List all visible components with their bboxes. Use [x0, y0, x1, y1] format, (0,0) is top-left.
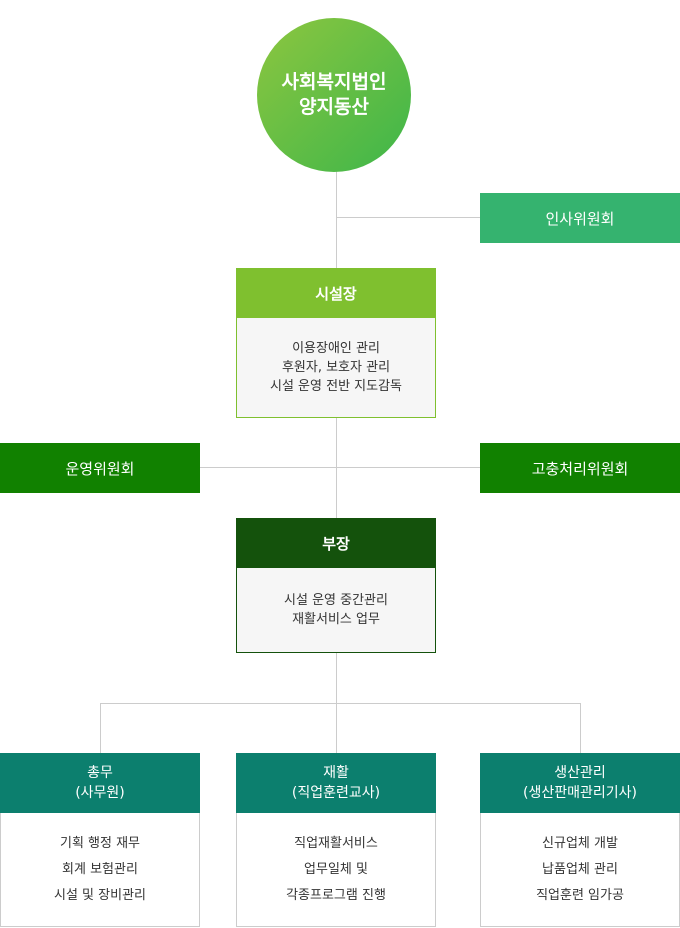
root-name-line1: 사회복지법인: [281, 71, 387, 93]
director-duty: 시설 운영 전반 지도감독: [270, 379, 402, 394]
director-duty: 후원자, 보호자 관리: [281, 360, 391, 375]
department-duty: 회계 보험관리: [62, 861, 138, 877]
department-general-affairs: 총무 (사무원) 기획 행정 재무 회계 보험관리 시설 및 장비관리: [0, 753, 200, 927]
director-box: 시설장 이용장애인 관리 후원자, 보호자 관리 시설 운영 전반 지도감독: [236, 268, 436, 418]
department-header: 생산관리 (생산판매관리기사): [480, 753, 680, 813]
director-title: 시설장: [315, 284, 357, 303]
department-duties: 직업재활서비스 업무일체 및 각종프로그램 진행: [236, 813, 436, 927]
department-title: 재활: [323, 765, 349, 781]
connector-dept-right: [580, 703, 581, 753]
department-subtitle: (사무원): [75, 785, 125, 801]
manager-box: 부장 시설 운영 중간관리 재활서비스 업무: [236, 518, 436, 653]
department-subtitle: (생산판매관리기사): [523, 785, 637, 801]
manager-duty: 재활서비스 업무: [292, 612, 380, 627]
grievance-committee-box: 고충처리위원회: [480, 443, 680, 493]
department-duty: 업무일체 및: [304, 861, 368, 877]
department-subtitle: (직업훈련교사): [291, 785, 381, 801]
manager-duty: 시설 운영 중간관리: [284, 593, 388, 608]
connector-manager-to-departments: [336, 652, 337, 753]
department-duties: 신규업체 개발 납품업체 관리 직업훈련 임가공: [480, 813, 680, 927]
connector-dept-left: [100, 703, 101, 753]
manager-title: 부장: [322, 534, 350, 553]
manager-header: 부장: [236, 518, 436, 568]
root-name-line2: 양지동산: [299, 96, 369, 118]
department-duty: 각종프로그램 진행: [286, 887, 386, 903]
operations-committee-label: 운영위원회: [65, 459, 135, 478]
department-duties: 기획 행정 재무 회계 보험관리 시설 및 장비관리: [0, 813, 200, 927]
grievance-committee-label: 고충처리위원회: [531, 459, 629, 478]
director-duty: 이용장애인 관리: [292, 341, 380, 356]
director-header: 시설장: [236, 268, 436, 318]
department-duty: 기획 행정 재무: [59, 835, 141, 851]
director-duties: 이용장애인 관리 후원자, 보호자 관리 시설 운영 전반 지도감독: [236, 318, 436, 418]
department-duty: 신규업체 개발: [542, 835, 618, 851]
connector-root-to-director: [336, 170, 337, 268]
department-header: 재활 (직업훈련교사): [236, 753, 436, 813]
connector-departments-horizontal: [100, 703, 581, 704]
connector-committees: [200, 467, 480, 468]
department-duty: 납품업체 관리: [542, 861, 618, 877]
connector-hr-committee: [336, 217, 480, 218]
department-duty: 직업재활서비스: [294, 835, 378, 851]
department-header: 총무 (사무원): [0, 753, 200, 813]
root-organization-circle: 사회복지법인 양지동산: [257, 18, 411, 172]
department-rehabilitation: 재활 (직업훈련교사) 직업재활서비스 업무일체 및 각종프로그램 진행: [236, 753, 436, 927]
hr-committee-box: 인사위원회: [480, 193, 680, 243]
department-duty: 직업훈련 임가공: [536, 887, 624, 903]
department-duty: 시설 및 장비관리: [54, 887, 146, 903]
department-title: 총무: [87, 765, 113, 781]
department-production-management: 생산관리 (생산판매관리기사) 신규업체 개발 납품업체 관리 직업훈련 임가공: [480, 753, 680, 927]
operations-committee-box: 운영위원회: [0, 443, 200, 493]
department-title: 생산관리: [554, 765, 606, 781]
manager-duties: 시설 운영 중간관리 재활서비스 업무: [236, 568, 436, 653]
hr-committee-label: 인사위원회: [545, 209, 615, 228]
